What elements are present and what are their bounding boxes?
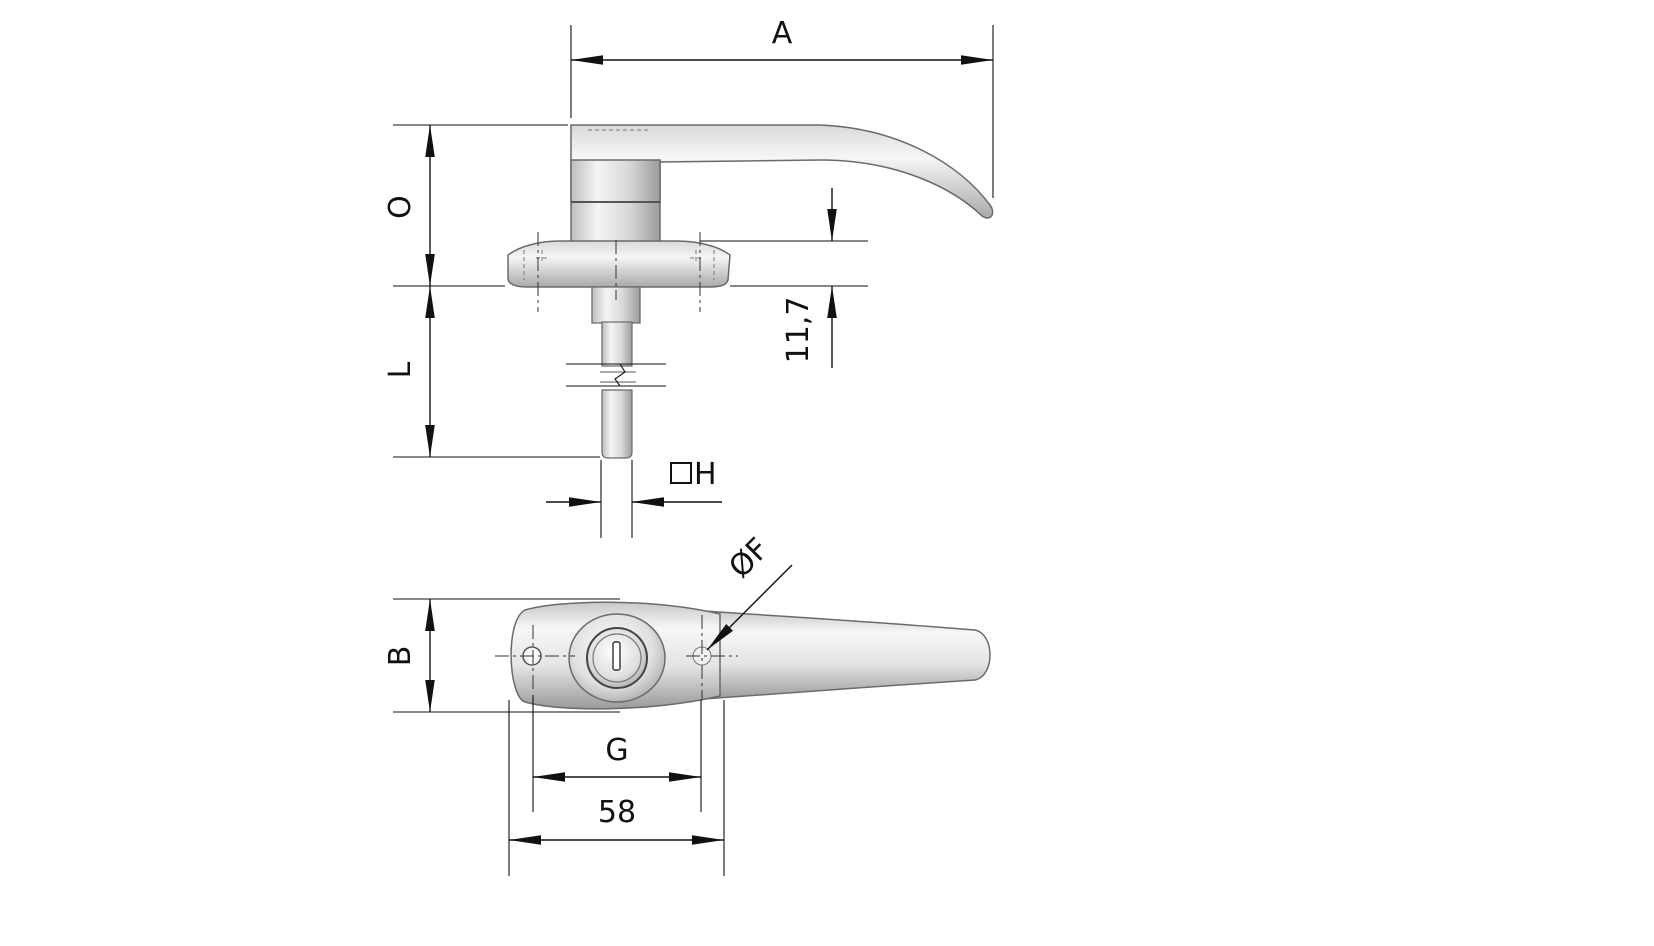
lever-arm-top xyxy=(689,609,991,701)
dimension-l: L xyxy=(383,286,600,458)
dimension-11-7: 11,7 xyxy=(700,188,868,368)
square-symbol-icon xyxy=(670,462,692,484)
dimension-g: G xyxy=(532,695,702,812)
escutcheon-plate xyxy=(507,240,731,288)
dimension-h-label: H xyxy=(694,457,717,492)
dimension-b: B xyxy=(383,598,620,713)
dimension-g-label: G xyxy=(605,733,628,768)
dimension-a: A xyxy=(570,16,994,198)
dimension-o-label: O xyxy=(383,195,418,219)
dimension-f-label: ØF xyxy=(722,531,776,585)
dimension-l-label: L xyxy=(383,361,418,378)
lock-cylinder-inner xyxy=(592,633,642,683)
keyhole-icon xyxy=(612,641,621,671)
dimension-b-label: B xyxy=(383,646,418,667)
dimension-58-label: 58 xyxy=(598,795,636,830)
dimension-a-label: A xyxy=(772,16,793,51)
side-view xyxy=(507,124,994,459)
spindle-upper xyxy=(601,321,633,367)
top-view xyxy=(495,601,991,710)
lever-handle-side xyxy=(570,124,994,219)
spindle-lower xyxy=(601,389,633,459)
spindle-break xyxy=(600,371,636,383)
dimension-h: H xyxy=(546,457,722,538)
dimension-o: O xyxy=(383,124,568,287)
dimension-11-7-label: 11,7 xyxy=(781,297,816,364)
dimension-58: 58 xyxy=(508,700,725,876)
